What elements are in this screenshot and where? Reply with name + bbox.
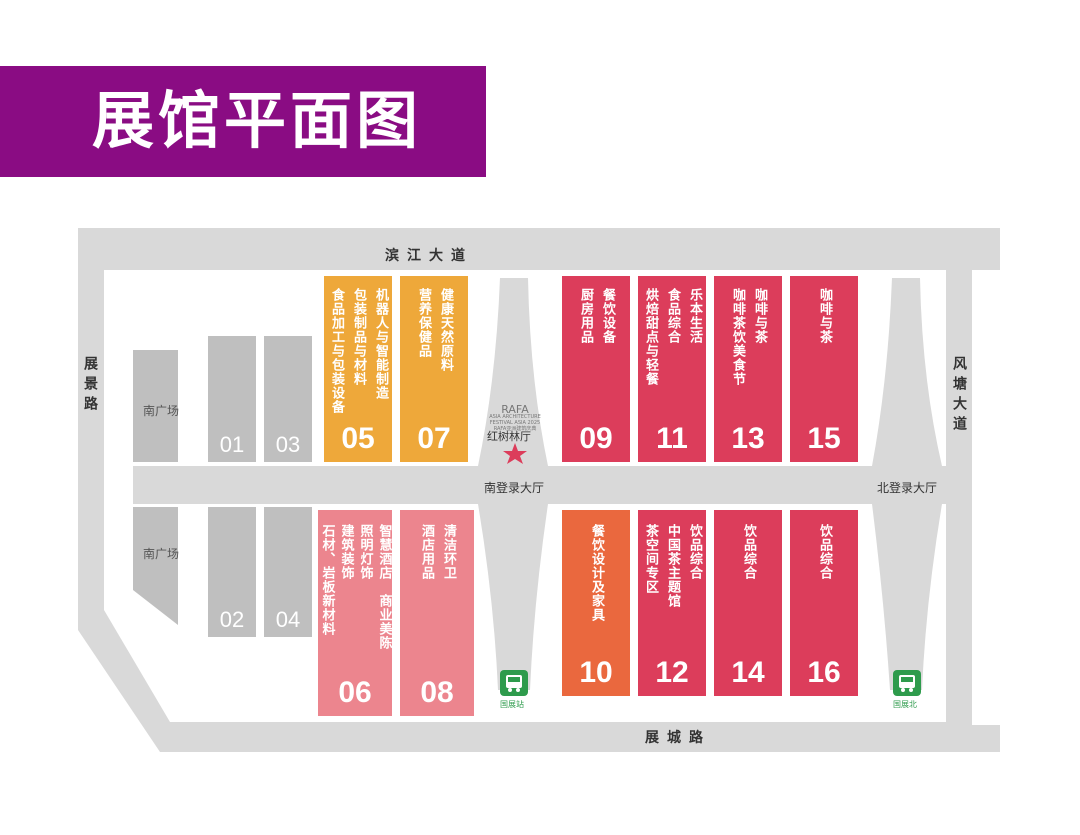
block-04[interactable]: 04 bbox=[264, 507, 312, 637]
road-label-left: 展景路 bbox=[82, 356, 98, 416]
title-banner bbox=[0, 66, 486, 177]
hall-category: 咖啡与茶 bbox=[817, 288, 832, 344]
hall-12[interactable]: 饮品综合 中国茶主题馆 茶空间专区 12 bbox=[638, 510, 706, 696]
hongshulin-hall-label: 红树林厅 bbox=[487, 430, 531, 443]
south-lobby-label: 南登录大厅 bbox=[484, 481, 545, 495]
south-plaza-top bbox=[133, 350, 178, 462]
hall-category: 饮品综合 bbox=[817, 524, 832, 580]
hall-category: 餐饮设计及家具 bbox=[589, 524, 604, 622]
hall-11[interactable]: 乐本生活 食品综合 烘焙甜点与轻餐 11 bbox=[638, 276, 706, 462]
block-number: 04 bbox=[275, 607, 301, 632]
rafa-logo-text: ASIA ARCHITECTURE bbox=[489, 414, 541, 420]
hall-category: 酒店用品 bbox=[419, 524, 434, 580]
hall-category: 智慧酒店 商业美陈 bbox=[376, 524, 392, 650]
hall-number: 07 bbox=[417, 422, 451, 455]
rafa-logo-text: RAFA bbox=[501, 403, 529, 416]
hall-10[interactable]: 餐饮设计及家具 10 bbox=[562, 510, 630, 696]
hall-number: 08 bbox=[420, 676, 454, 709]
star-icon bbox=[503, 443, 527, 464]
right-road-stub bbox=[946, 228, 1000, 270]
hall-category: 餐饮设备 bbox=[600, 288, 615, 344]
hall-category: 食品综合 bbox=[665, 288, 680, 344]
hall-number: 14 bbox=[731, 656, 765, 689]
road-label-bottom: 展城路 bbox=[645, 730, 711, 746]
block-number: 03 bbox=[275, 432, 301, 457]
hall-category: 健康天然原料 bbox=[438, 288, 453, 372]
hall-category: 机器人与智能制造 bbox=[373, 288, 388, 400]
block-02[interactable]: 02 bbox=[208, 507, 256, 637]
plaza-label-top: 南广场 bbox=[143, 404, 180, 418]
east-hourglass bbox=[872, 278, 942, 690]
bus-icon bbox=[899, 675, 915, 692]
bus-stop-guozhan[interactable] bbox=[500, 670, 528, 696]
bus-stop-label: 国展北 bbox=[893, 700, 917, 709]
hall-category: 乐本生活 bbox=[687, 288, 702, 344]
hall-category: 营养保健品 bbox=[416, 288, 431, 358]
plaza-label-bottom: 南广场 bbox=[143, 547, 180, 561]
hall-category: 厨房用品 bbox=[578, 288, 593, 344]
page-title: 展馆平面图 bbox=[92, 84, 423, 157]
hall-13[interactable]: 咖啡与茶 咖啡茶饮美食节 13 bbox=[714, 276, 782, 462]
hall-category: 烘焙甜点与轻餐 bbox=[643, 288, 658, 386]
hall-15[interactable]: 咖啡与茶 15 bbox=[790, 276, 858, 462]
hall-09[interactable]: 餐饮设备 厨房用品 09 bbox=[562, 276, 630, 462]
hall-16[interactable]: 饮品综合 16 bbox=[790, 510, 858, 696]
bus-stop-label: 国展站 bbox=[500, 700, 524, 709]
hall-number: 12 bbox=[655, 656, 689, 689]
hall-number: 15 bbox=[807, 422, 841, 455]
bus-icon bbox=[506, 675, 522, 692]
road-label-right: 风塘大道 bbox=[951, 356, 967, 436]
hall-category: 石材、岩板新材料 bbox=[319, 524, 335, 636]
hall-07[interactable]: 健康天然原料 营养保健品 07 bbox=[400, 276, 468, 462]
hall-category: 清洁环卫 bbox=[441, 524, 456, 580]
hall-number: 10 bbox=[579, 656, 613, 689]
hall-06[interactable]: 智慧酒店 商业美陈 照明灯饰 建筑装饰 石材、岩板新材料 06 bbox=[318, 510, 392, 716]
rafa-logo-text: FESTIVAL ASIA 2025 bbox=[489, 420, 541, 426]
bus-stop-guozhanbei[interactable] bbox=[893, 670, 921, 696]
hall-number: 11 bbox=[656, 422, 688, 455]
block-number: 02 bbox=[219, 607, 245, 632]
hall-category: 包装制品与材料 bbox=[351, 288, 366, 386]
hall-category: 咖啡与茶 bbox=[752, 288, 767, 344]
block-number: 01 bbox=[219, 432, 245, 457]
block-01[interactable]: 01 bbox=[208, 336, 256, 462]
hall-05[interactable]: 机器人与智能制造 包装制品与材料 食品加工与包装设备 05 bbox=[324, 276, 392, 462]
hall-14[interactable]: 饮品综合 14 bbox=[714, 510, 782, 696]
hall-category: 中国茶主题馆 bbox=[665, 524, 680, 608]
hall-category: 照明灯饰 bbox=[357, 524, 373, 580]
rafa-logo-text: RAFA亚洲建筑庆典 bbox=[493, 426, 537, 432]
hall-category: 饮品综合 bbox=[741, 524, 756, 580]
road-label-top: 滨江大道 bbox=[385, 248, 473, 264]
block-03[interactable]: 03 bbox=[264, 336, 312, 462]
hall-category: 咖啡茶饮美食节 bbox=[730, 288, 745, 386]
hall-number: 06 bbox=[338, 676, 372, 709]
hall-number: 16 bbox=[807, 656, 841, 689]
north-lobby-label: 北登录大厅 bbox=[877, 481, 938, 495]
west-hourglass bbox=[478, 278, 548, 690]
hall-08[interactable]: 清洁环卫 酒店用品 08 bbox=[400, 510, 474, 716]
hall-category: 茶空间专区 bbox=[643, 524, 658, 594]
hall-number: 05 bbox=[341, 422, 375, 455]
rafa-logo: RAFA ASIA ARCHITECTURE FESTIVAL ASIA 202… bbox=[486, 403, 544, 433]
hall-category: 建筑装饰 bbox=[338, 524, 354, 580]
south-plaza-bottom bbox=[133, 507, 178, 625]
hall-number: 09 bbox=[579, 422, 613, 455]
hall-category: 食品加工与包装设备 bbox=[329, 288, 344, 414]
hall-number: 13 bbox=[731, 422, 765, 455]
hall-category: 饮品综合 bbox=[687, 524, 702, 580]
